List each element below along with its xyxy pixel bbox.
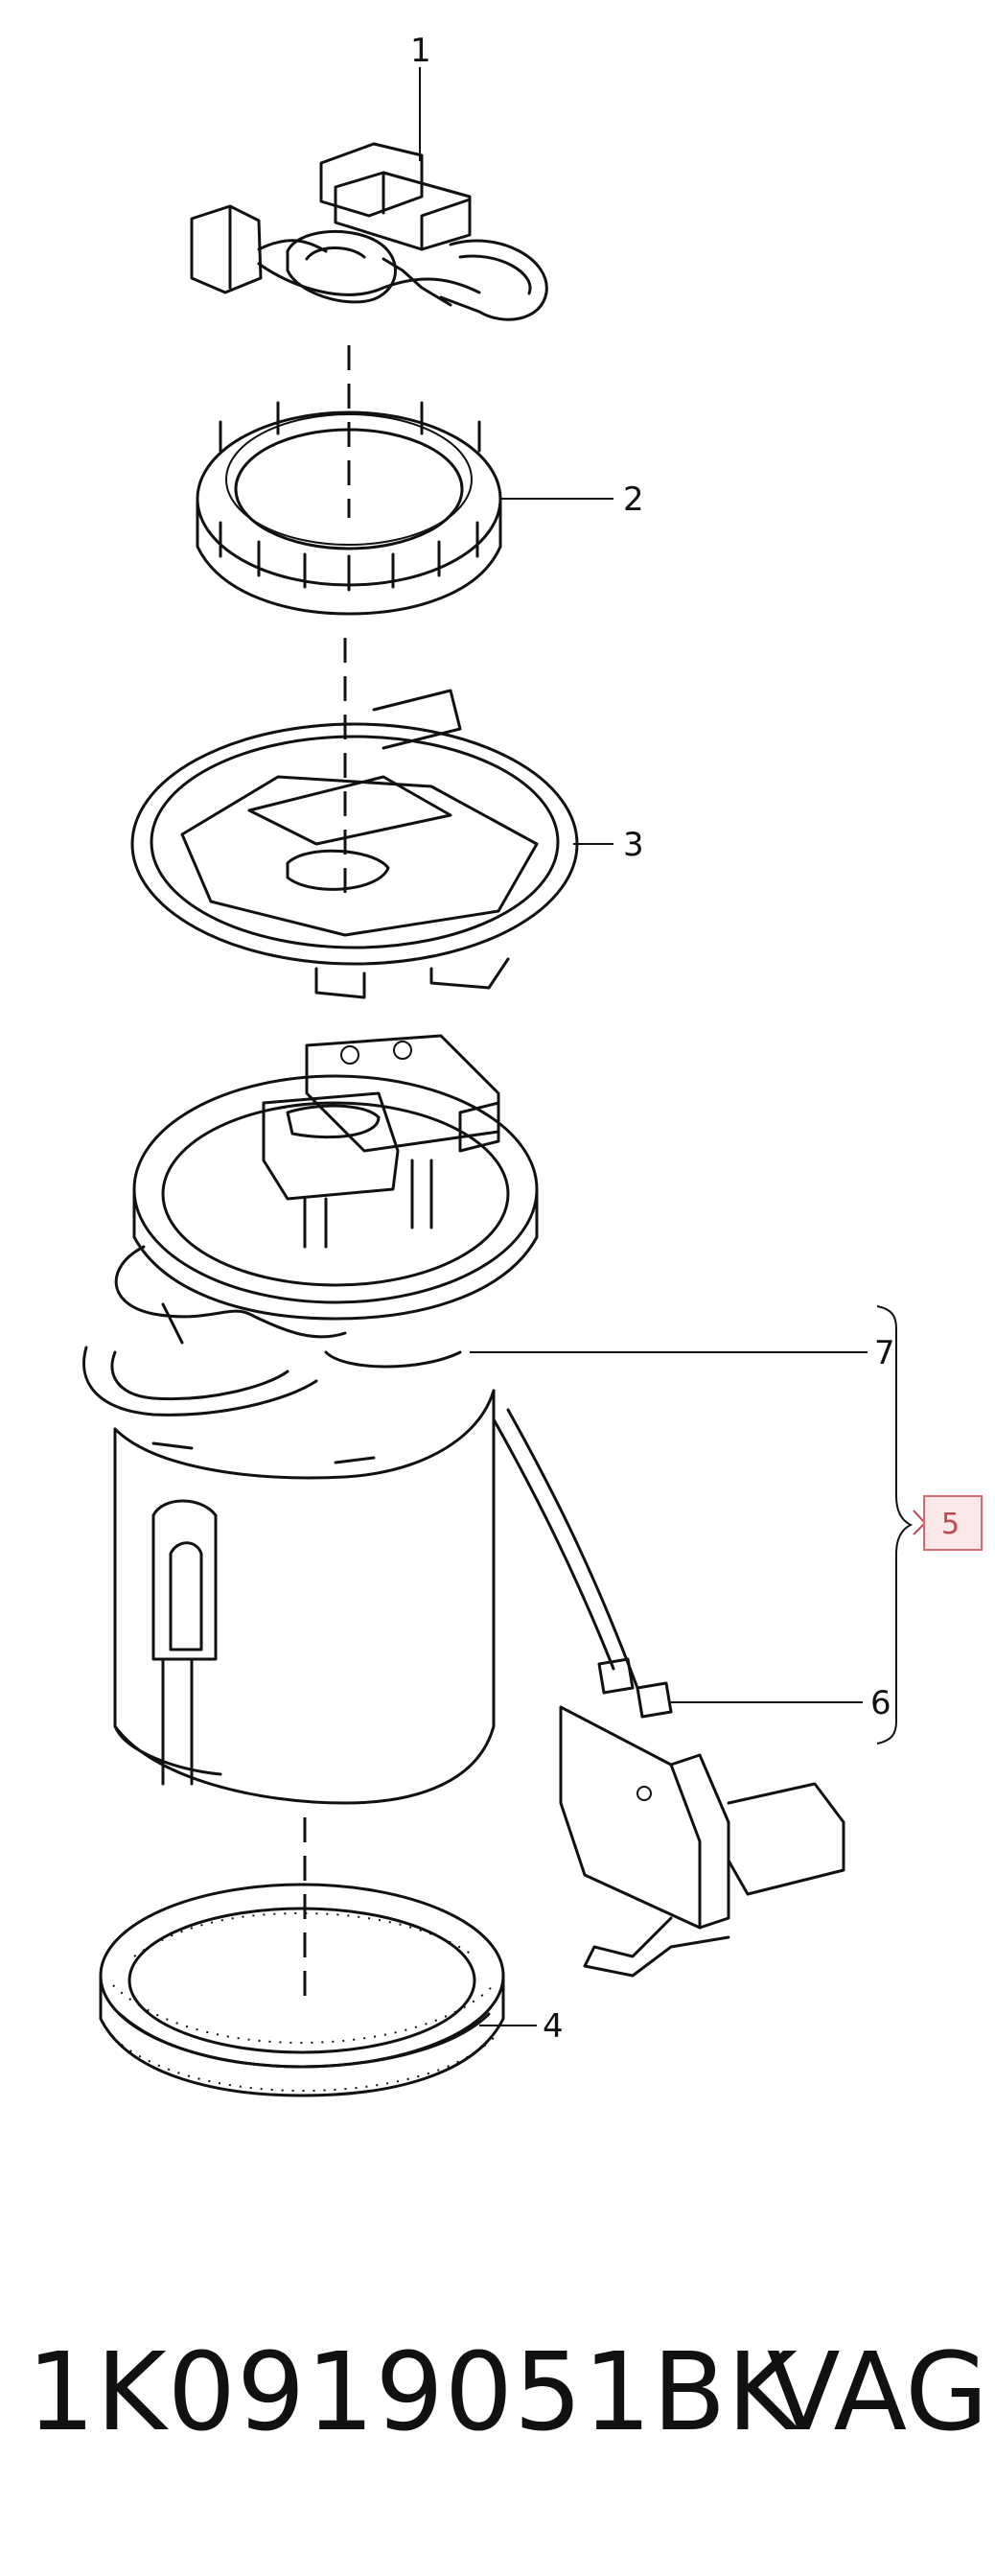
callout-2: 2 xyxy=(623,480,644,519)
part-5-pump-module xyxy=(82,1034,539,1805)
bracket-5 xyxy=(876,1305,914,1745)
part-4-seal-ring xyxy=(99,1883,505,2097)
leader-lines xyxy=(419,67,914,2026)
callout-5: 5 xyxy=(941,1508,960,1541)
part-3-flange-seal xyxy=(130,689,579,999)
callout-5-box: 5 xyxy=(913,1495,983,1551)
callout-1: 1 xyxy=(410,32,431,70)
callout-6: 6 xyxy=(870,1684,891,1722)
part-1-wiring-harness xyxy=(190,142,548,321)
footer: 1K0919051BK VAG xyxy=(0,2321,995,2465)
callout-4: 4 xyxy=(543,2007,564,2046)
part-6-level-sender xyxy=(492,1408,845,1978)
callout-3: 3 xyxy=(623,826,644,864)
part-number: 1K0919051BK xyxy=(27,2330,798,2455)
callout-7: 7 xyxy=(874,1334,895,1372)
brand-name: VAG xyxy=(767,2330,988,2455)
